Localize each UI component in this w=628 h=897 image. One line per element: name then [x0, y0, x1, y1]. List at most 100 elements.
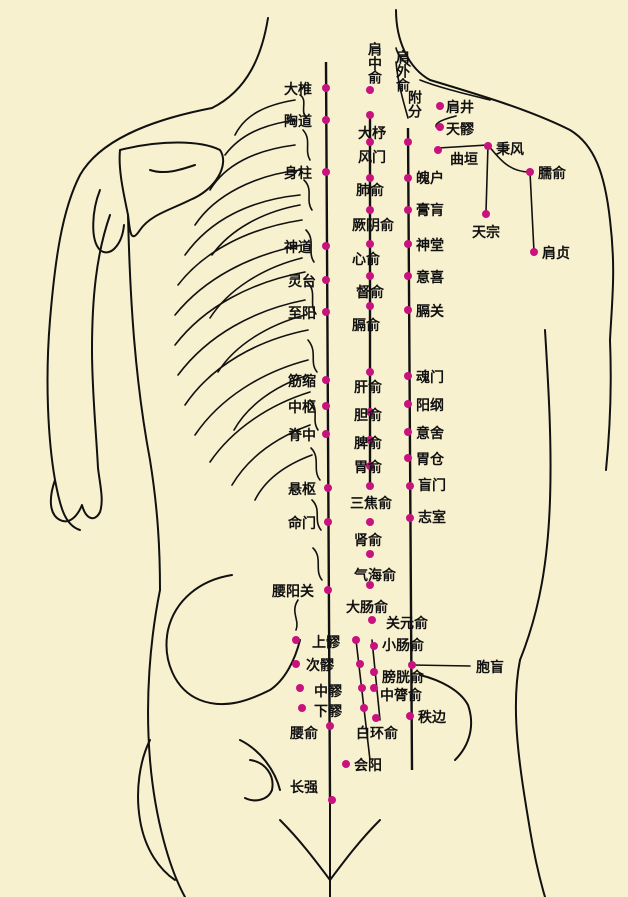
svg-text:神堂: 神堂: [416, 237, 444, 254]
point-sanjiaoshu: 三焦俞: [350, 482, 393, 512]
svg-text:白环俞: 白环俞: [356, 725, 399, 742]
point-shangliao: 上髎: [292, 634, 360, 651]
svg-text:魄户: 魄户: [416, 170, 444, 187]
point-weicang: 胃仓: [404, 451, 445, 468]
point-jizhong: 脊中: [287, 427, 330, 444]
point-taodao: 陶道: [284, 113, 330, 130]
point-tianzong: 天宗: [472, 210, 500, 241]
svg-text:天宗: 天宗: [472, 224, 500, 241]
point-fufen: 附分: [404, 89, 422, 146]
point-quyuan: 曲垣: [434, 146, 478, 168]
point-qihaishu: 气海俞: [353, 550, 397, 584]
point-bingfeng: 秉风: [484, 141, 524, 158]
svg-text:灵台: 灵台: [288, 273, 316, 290]
svg-text:厥阴俞: 厥阴俞: [352, 217, 395, 234]
svg-text:意舍: 意舍: [416, 425, 445, 442]
svg-text:命门: 命门: [287, 515, 316, 532]
point-yanggang: 阳纲: [404, 397, 444, 414]
point-changqiang: 长强: [290, 779, 336, 804]
point-pohu: 魄户: [404, 170, 444, 187]
svg-text:胃仓: 胃仓: [416, 451, 445, 468]
svg-text:肩井: 肩井: [446, 99, 474, 116]
point-ganshu: 肝俞: [354, 368, 383, 396]
svg-text:中髎: 中髎: [314, 683, 343, 700]
svg-text:胞盲: 胞盲: [475, 659, 504, 676]
svg-text:曲垣: 曲垣: [450, 151, 478, 168]
point-jueyinshu: 厥阴俞: [352, 206, 395, 234]
svg-text:下髎: 下髎: [314, 703, 343, 720]
point-feishu: 肺俞: [356, 174, 385, 199]
point-shendao: 神道: [284, 239, 330, 256]
svg-text:臑俞: 臑俞: [538, 165, 567, 182]
point-geguan: 膈关: [404, 303, 444, 320]
point-zhongliao: 中髎: [296, 683, 366, 700]
point-danshu: 胆俞: [354, 407, 383, 424]
point-baohuang: 胞盲: [408, 659, 504, 676]
svg-text:上髎: 上髎: [312, 634, 341, 651]
point-xialiao: 下髎: [298, 703, 368, 720]
point-baihuanshu: 白环俞: [356, 714, 399, 742]
point-xinshu: 心俞: [352, 240, 381, 268]
svg-text:脊中: 脊中: [287, 427, 316, 444]
point-ciliao: 次髎: [292, 657, 364, 674]
svg-text:风门: 风门: [358, 149, 386, 166]
svg-text:秉风: 秉风: [496, 141, 524, 158]
svg-text:大肠俞: 大肠俞: [346, 599, 389, 616]
svg-text:志室: 志室: [418, 509, 446, 526]
pelvis: [137, 574, 473, 881]
svg-text:意喜: 意喜: [416, 269, 444, 286]
point-lingtai: 灵台: [288, 273, 330, 290]
point-zhongshu: 中枢: [288, 399, 330, 416]
svg-text:中枢: 中枢: [288, 399, 316, 416]
point-gaohuang: 膏肓: [404, 202, 444, 219]
point-dazhu: 大杼: [358, 111, 387, 142]
point-pangguangshu: 膀胱俞: [370, 668, 425, 686]
point-zhibian: 秩边: [406, 709, 447, 726]
svg-text:神道: 神道: [284, 239, 312, 256]
svg-text:附分: 附分: [406, 89, 422, 119]
svg-text:督俞: 督俞: [356, 284, 385, 301]
svg-text:脾俞: 脾俞: [354, 435, 383, 452]
point-jianwaishu: 肩外俞: [394, 49, 411, 93]
svg-text:至阳: 至阳: [288, 306, 316, 322]
point-yaoyangguan: 腰阳关: [271, 583, 332, 600]
svg-text:身柱: 身柱: [284, 165, 312, 182]
point-shentang: 神堂: [404, 237, 444, 254]
point-jianjing: 肩井: [436, 99, 474, 116]
point-yishe: 意舍: [404, 425, 445, 442]
point-dushu: 督俞: [356, 272, 385, 301]
svg-text:膏肓: 膏肓: [416, 202, 444, 219]
point-yaoshu: 腰俞: [289, 722, 334, 742]
point-mingmen: 命门: [287, 515, 332, 532]
svg-text:肩外俞: 肩外俞: [394, 49, 411, 93]
svg-text:肝俞: 肝俞: [354, 379, 383, 396]
svg-text:肩中俞: 肩中俞: [366, 41, 383, 85]
acupoints: 肩中俞 肩外俞 附分 肩井 天髎 大椎 陶道 大杼: [271, 41, 570, 804]
point-pishu: 脾俞: [354, 435, 383, 452]
svg-text:膈俞: 膈俞: [351, 317, 381, 334]
point-jianzhongshu: 肩中俞: [366, 41, 383, 94]
svg-text:胆俞: 胆俞: [354, 407, 383, 424]
point-huiyang: 会阳: [342, 757, 382, 774]
svg-text:魂门: 魂门: [416, 369, 444, 386]
point-xuanshu: 悬枢: [287, 481, 332, 498]
svg-text:腰阳关: 腰阳关: [271, 583, 314, 600]
point-shenshu: 肾俞: [354, 518, 383, 549]
point-fengmen: 风门: [358, 138, 386, 166]
svg-text:膈关: 膈关: [415, 303, 444, 320]
point-naoshu: 臑俞: [526, 165, 567, 182]
point-huangmen: 盲门: [406, 477, 446, 494]
svg-text:小肠俞: 小肠俞: [382, 637, 425, 654]
svg-text:关元俞: 关元俞: [386, 615, 429, 632]
svg-text:胃俞: 胃俞: [354, 459, 383, 476]
svg-text:肾俞: 肾俞: [354, 532, 383, 549]
svg-text:中膂俞: 中膂俞: [380, 687, 423, 704]
svg-text:大杼: 大杼: [358, 125, 387, 142]
body-outline: [46, 9, 615, 897]
point-guanyuanshu: 关元俞: [368, 615, 429, 632]
point-jinsuo: 筋缩: [288, 373, 330, 390]
svg-text:筋缩: 筋缩: [288, 373, 316, 390]
svg-text:天髎: 天髎: [446, 121, 475, 138]
